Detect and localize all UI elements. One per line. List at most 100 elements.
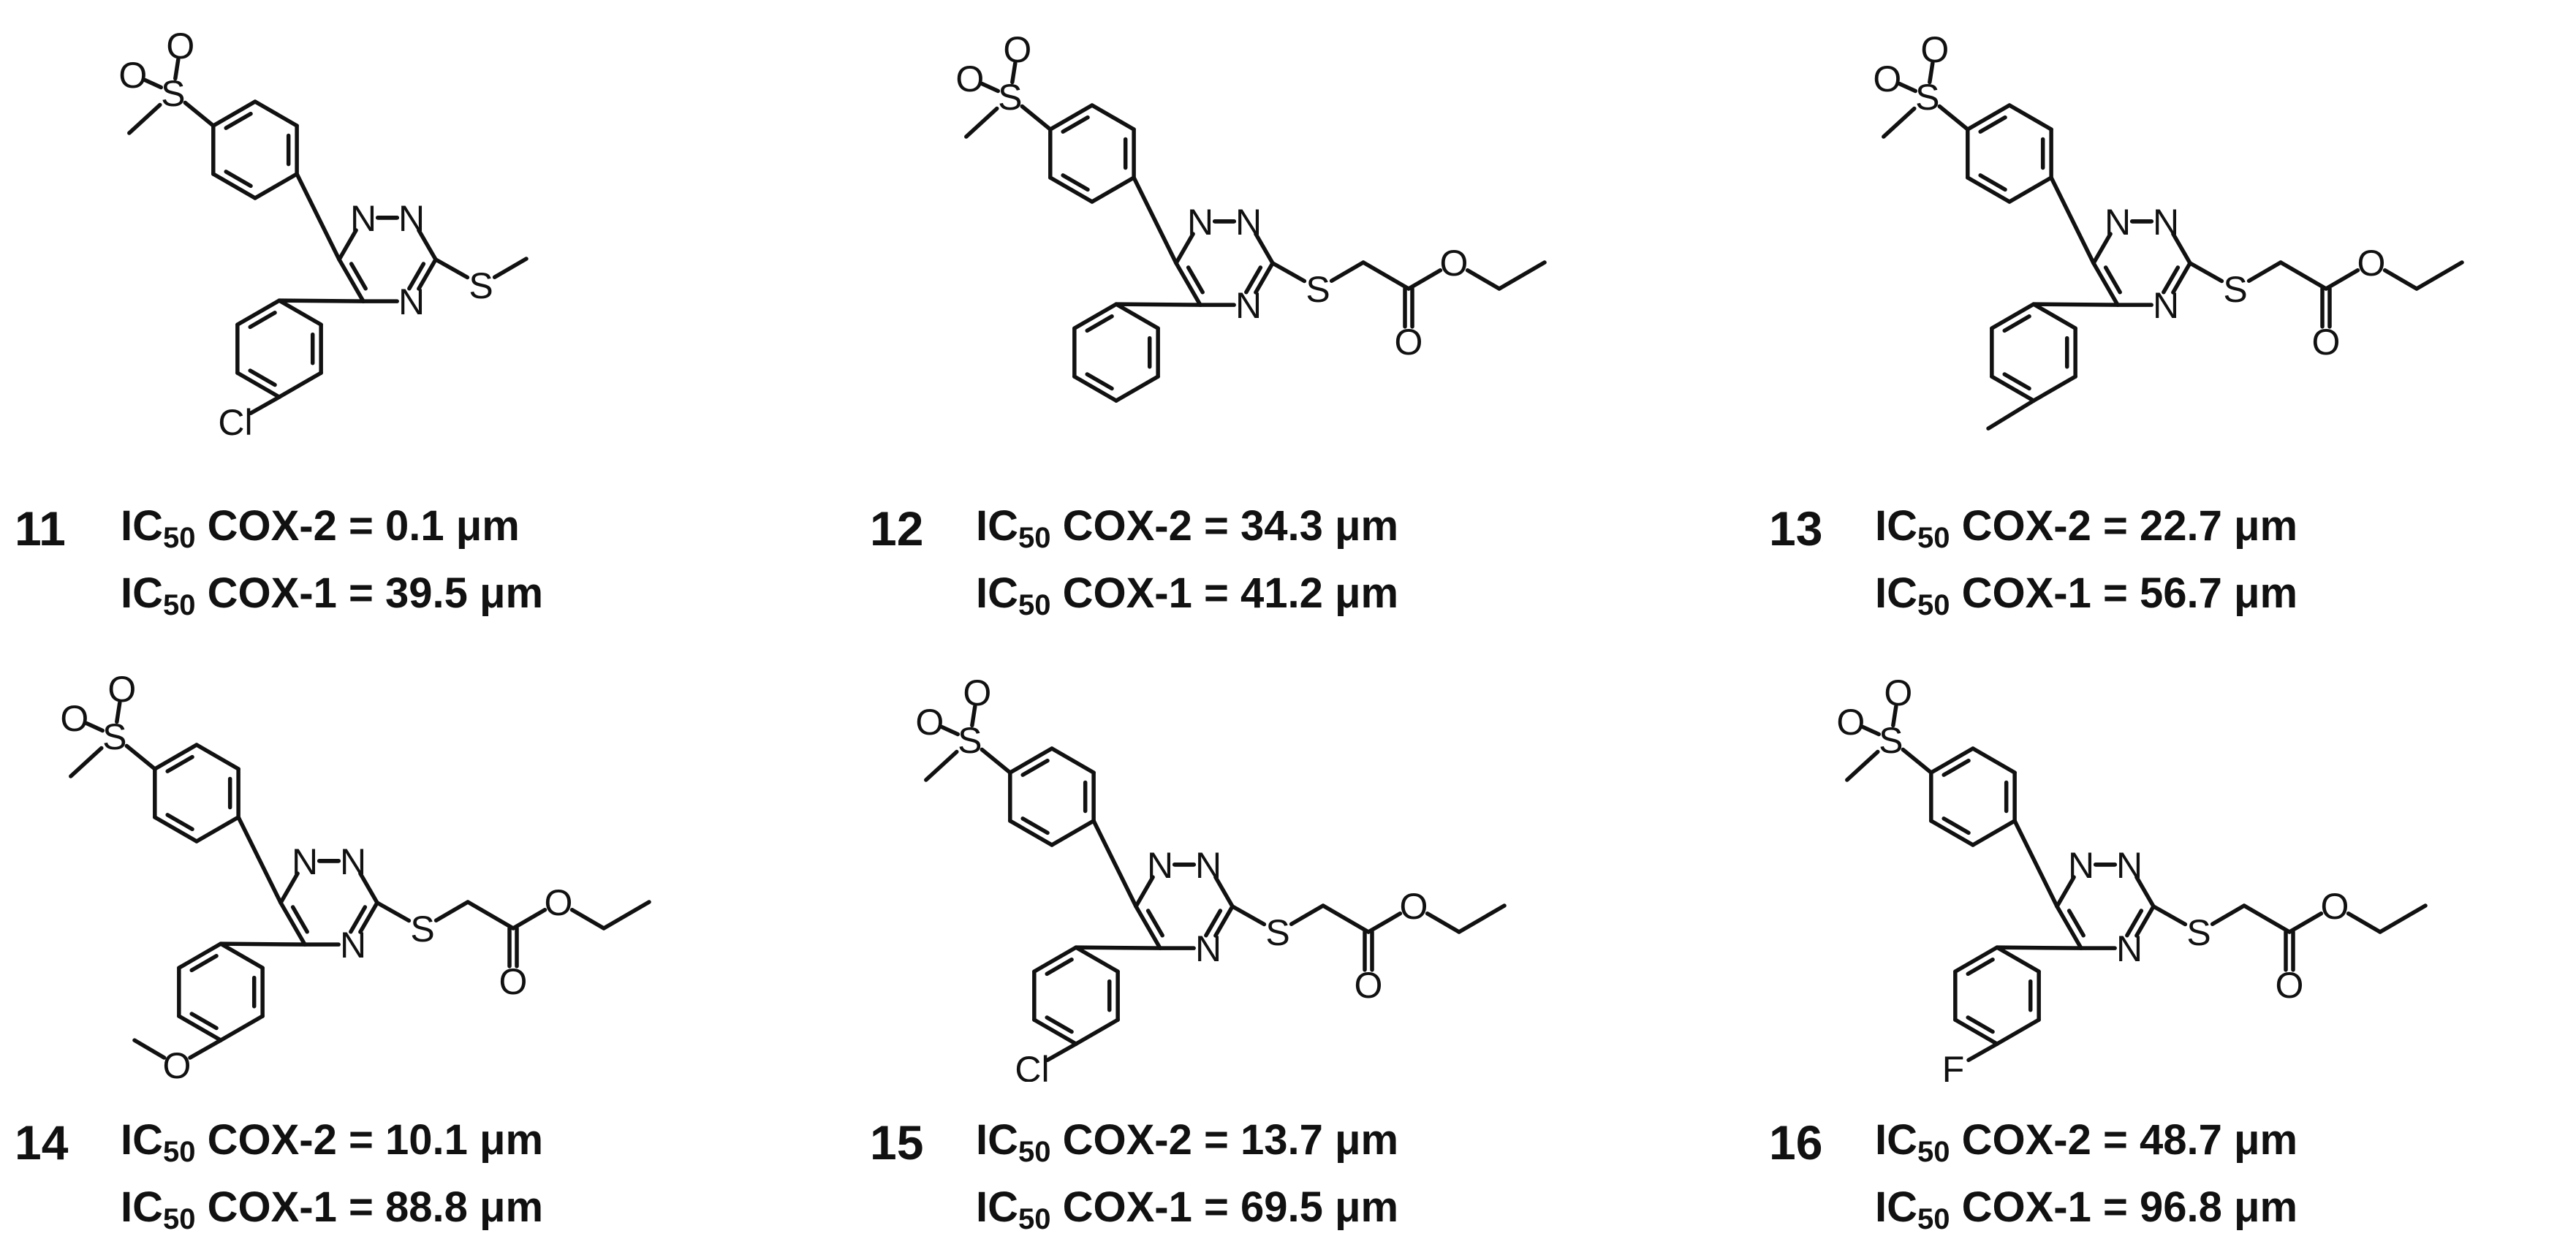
aromatic-bond <box>349 262 368 291</box>
oxygen-atom: O <box>166 26 194 67</box>
bond <box>1032 1017 1078 1046</box>
ic50-subscript: 50 <box>1917 1203 1950 1235</box>
ic50-label: IC <box>121 1183 163 1231</box>
nitrogen-atom: N <box>1235 202 1262 243</box>
cox2-text: COX-2 = 0.1 μm <box>207 502 520 550</box>
ic50-label: IC <box>976 502 1018 550</box>
bond <box>2055 904 2083 950</box>
ic50-subscript: 50 <box>163 1203 196 1235</box>
bond <box>1321 903 1371 934</box>
compound-number: 15 <box>870 1115 924 1170</box>
bond <box>1213 904 1235 938</box>
bond <box>2278 260 2328 291</box>
cox2-ic50-value: IC50 COX-2 = 34.3 μm <box>976 502 1398 553</box>
sulfur-atom: S <box>1879 720 1903 761</box>
cox2-ic50-value: IC50 COX-2 = 0.1 μm <box>121 502 520 553</box>
nitrogen-atom: N <box>2153 285 2179 326</box>
bond <box>1995 945 2041 974</box>
bond <box>1270 261 1307 284</box>
bond <box>2287 911 2324 934</box>
bond <box>2031 374 2077 403</box>
bond <box>1008 746 1054 775</box>
ic50-subscript: 50 <box>1917 589 1950 621</box>
oxygen-atom: O <box>118 55 147 96</box>
bond <box>433 257 470 280</box>
bond <box>2188 261 2224 284</box>
aromatic-bond <box>2002 314 2031 333</box>
oxygen-atom: O <box>955 58 984 99</box>
aromatic-bond <box>2162 265 2181 295</box>
bond <box>253 99 299 128</box>
bond <box>194 815 240 844</box>
bond <box>2171 261 2192 295</box>
bond <box>964 106 999 139</box>
cox1-ic50-value: IC50 COX-1 = 69.5 μm <box>976 1186 1398 1235</box>
sulfur-atom: S <box>958 720 982 761</box>
cox1-text: COX-1 = 88.8 μm <box>207 1183 544 1231</box>
bond <box>1986 398 2036 431</box>
bond <box>1254 232 1275 265</box>
compound-number: 13 <box>1769 501 1823 556</box>
bond <box>1845 749 1880 782</box>
bond <box>188 1038 223 1060</box>
cox1-ic50-value: IC50 COX-1 = 96.8 μm <box>1875 1186 2297 1235</box>
bond <box>235 371 281 399</box>
bond <box>1901 747 1933 775</box>
nitrogen-atom: N <box>398 281 425 322</box>
halogen-atom: Cl <box>1015 1049 1049 1082</box>
bond <box>177 1014 223 1042</box>
bond <box>1465 268 1501 291</box>
bond <box>279 871 300 905</box>
bond <box>84 721 105 733</box>
aromatic-bond <box>224 111 253 130</box>
bond <box>1928 61 1935 85</box>
oxygen-atom: O <box>1836 702 1865 743</box>
aromatic-bond <box>1966 958 1995 977</box>
bond <box>1048 103 1094 132</box>
nitrogen-atom: N <box>2153 202 2179 243</box>
cox2-text: COX-2 = 13.7 μm <box>1062 1116 1399 1164</box>
aromatic-bond <box>1085 372 1114 391</box>
bond <box>211 99 257 128</box>
bond <box>1289 903 1325 926</box>
bond <box>939 724 961 737</box>
bond <box>1990 302 2036 330</box>
oxygen-atom: O <box>2321 886 2349 927</box>
oxygen-atom: O <box>1920 29 1949 70</box>
bond <box>2031 302 2077 330</box>
bond <box>511 908 548 930</box>
bond <box>1134 875 1155 909</box>
sulfur-atom: S <box>2186 912 2211 953</box>
bond <box>358 871 379 905</box>
bond <box>924 749 959 782</box>
aromatic-bond <box>1186 265 1205 295</box>
bond <box>1937 104 1970 132</box>
bond <box>2242 903 2292 934</box>
bond <box>1990 374 2036 403</box>
bond <box>1953 945 1999 974</box>
bond <box>2378 903 2428 934</box>
bond <box>2210 903 2246 926</box>
aromatic-bond <box>165 754 194 773</box>
bond <box>2091 261 2120 307</box>
bond <box>1174 261 1202 307</box>
bond <box>2055 875 2076 909</box>
bond <box>602 900 651 930</box>
ic50-subscript: 50 <box>1018 522 1051 554</box>
oxygen-atom: O <box>60 698 88 739</box>
bond <box>124 743 157 771</box>
oxygen-atom: O <box>1440 243 1469 284</box>
ic50-subscript: 50 <box>163 1136 196 1168</box>
nitrogen-atom: N <box>2068 845 2094 886</box>
bond <box>219 941 265 970</box>
bond <box>970 704 977 728</box>
oxygen-atom: O <box>1884 672 1912 713</box>
bond <box>1457 903 1507 934</box>
bond <box>1953 1017 1999 1046</box>
aromatic-bond <box>2103 265 2122 295</box>
bond <box>1174 232 1195 265</box>
